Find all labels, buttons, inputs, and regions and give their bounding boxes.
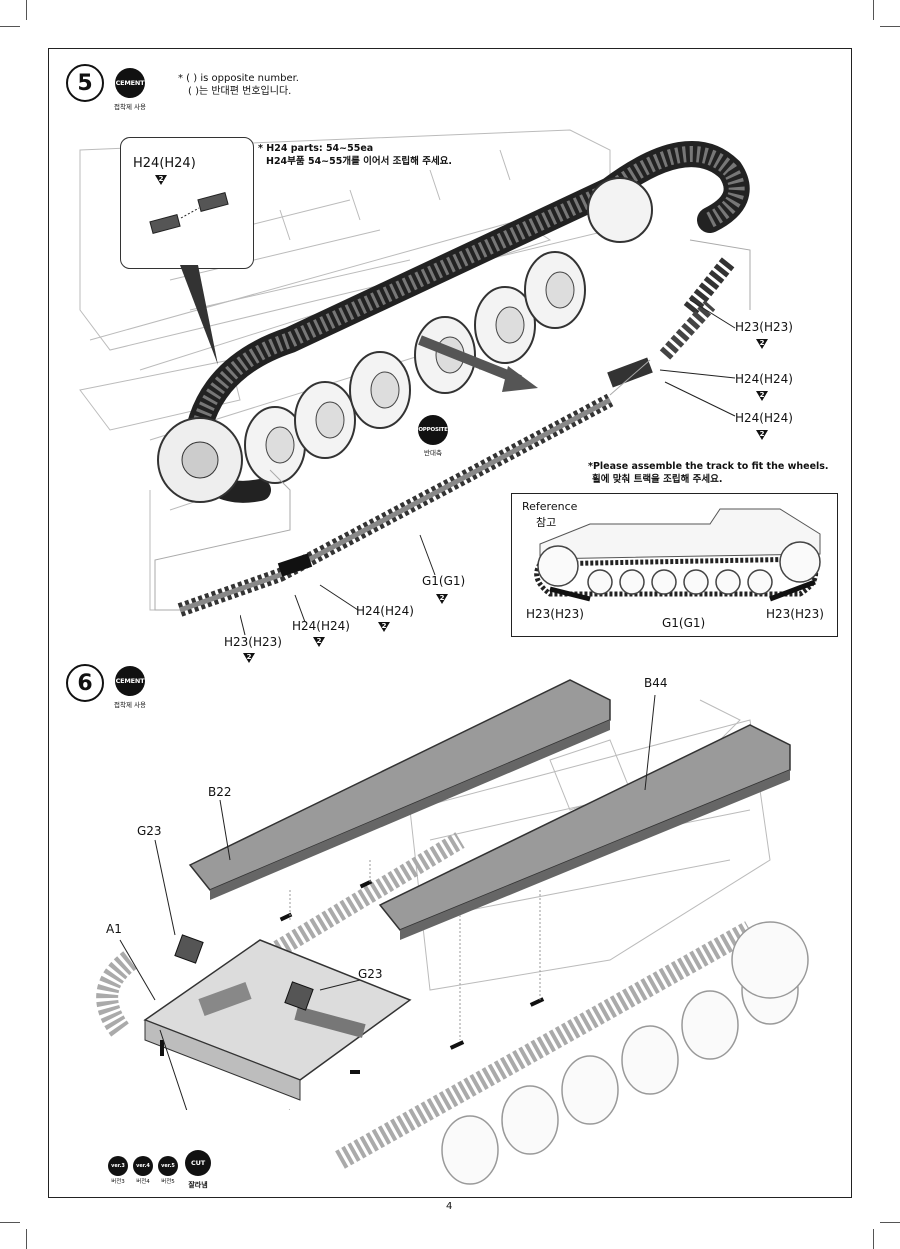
opposite-caption: 반대측 bbox=[424, 449, 442, 457]
step6-hull-illustration bbox=[96, 679, 809, 1185]
quantity-icon: 2 bbox=[756, 339, 768, 349]
crop-mark bbox=[873, 0, 874, 20]
quantity-icon: 2 bbox=[313, 637, 325, 647]
crop-mark bbox=[873, 1229, 874, 1249]
part-label-h24: H24(H24) bbox=[292, 619, 350, 633]
version-icon: ver.3 bbox=[108, 1156, 128, 1176]
crop-mark bbox=[0, 1222, 20, 1223]
crop-mark bbox=[26, 0, 27, 20]
part-label-h24: H24(H24) bbox=[735, 372, 793, 386]
quantity-icon: 2 bbox=[756, 430, 768, 440]
part-label-g1: G1(G1) bbox=[422, 574, 466, 588]
crop-mark bbox=[880, 1222, 900, 1223]
step-number: 5 bbox=[66, 64, 104, 102]
reference-box: Reference 참고 H23(H23) G1(G1) H23(H23) bbox=[511, 493, 838, 637]
cement-caption: 접착제 사용 bbox=[114, 701, 146, 709]
version-caption: 버전4 bbox=[136, 1179, 150, 1185]
part-label-h23: H23(H23) bbox=[735, 320, 793, 334]
quantity-icon: 2 bbox=[436, 594, 448, 604]
version-icon: ver.4 bbox=[133, 1156, 153, 1176]
part-label-h24: H24(H24) bbox=[356, 604, 414, 618]
detail-callout: H24(H24) 2 bbox=[120, 137, 254, 269]
reference-tank-side-view bbox=[534, 508, 821, 602]
part-label-b44: B44 bbox=[644, 676, 668, 690]
callout-pointer bbox=[180, 265, 218, 365]
opposite-number-note: * ( ) is opposite number. ( )는 반대편 번호입니다… bbox=[178, 73, 299, 97]
assemble-note: *Please assemble the track to fit the wh… bbox=[588, 461, 829, 485]
cut-icon: CUT bbox=[185, 1150, 211, 1176]
leader-lines bbox=[119, 694, 656, 1110]
step-number: 6 bbox=[66, 664, 104, 702]
reference-label-h23-left: H23(H23) bbox=[526, 607, 584, 621]
part-label-h23: H23(H23) bbox=[224, 635, 282, 649]
quantity-icon: 2 bbox=[378, 622, 390, 632]
part-label-h24: H24(H24) bbox=[735, 411, 793, 425]
quantity-icon: 2 bbox=[756, 391, 768, 401]
cement-icon: CEMENT bbox=[115, 666, 145, 696]
reference-title-kr: 참고 bbox=[536, 516, 557, 529]
version-caption: 버전5 bbox=[161, 1179, 175, 1185]
part-label-a1: A1 bbox=[106, 922, 122, 936]
reference-label-g1: G1(G1) bbox=[662, 616, 706, 630]
crop-mark bbox=[880, 26, 900, 27]
quantity-icon: 2 bbox=[243, 653, 255, 663]
h24-parts-note: * H24 parts: 54~55ea H24부품 54~55개를 이어서 조… bbox=[258, 143, 453, 167]
part-label-g23: G23 bbox=[358, 967, 383, 981]
crop-mark bbox=[0, 26, 20, 27]
reference-title: Reference bbox=[522, 500, 578, 513]
part-label-g23: G23 bbox=[137, 824, 162, 838]
callout-part-label: H24(H24) bbox=[133, 156, 196, 171]
cement-caption: 접착제 사용 bbox=[114, 103, 146, 111]
cut-caption: 잘라냄 bbox=[188, 1181, 208, 1189]
opposite-icon: OPPOSITE bbox=[418, 415, 448, 445]
cement-icon: CEMENT bbox=[115, 68, 145, 98]
leader-lines bbox=[240, 534, 436, 636]
step5-track-illustration bbox=[79, 129, 751, 617]
page-frame bbox=[48, 48, 852, 1198]
page-number: 4 bbox=[446, 1201, 453, 1212]
version-icon: ver.5 bbox=[158, 1156, 178, 1176]
track-link-detail bbox=[149, 191, 229, 235]
leader-lines bbox=[659, 300, 736, 417]
part-label-b22: B22 bbox=[208, 785, 232, 799]
version-caption: 버전3 bbox=[111, 1179, 125, 1185]
reference-label-h23-right: H23(H23) bbox=[766, 607, 824, 621]
crop-mark bbox=[26, 1229, 27, 1249]
quantity-icon: 2 bbox=[155, 175, 167, 185]
